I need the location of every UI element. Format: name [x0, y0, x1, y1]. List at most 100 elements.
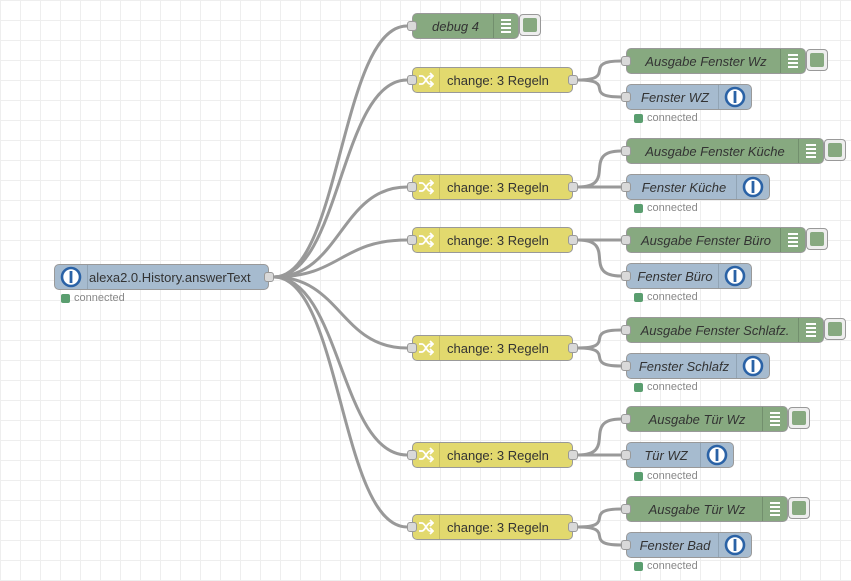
- wire[interactable]: [273, 275, 408, 350]
- output-debug-node[interactable]: Ausgabe Fenster Wz: [621, 48, 806, 74]
- input-port[interactable]: [407, 522, 417, 532]
- status-text: connected: [74, 292, 125, 304]
- output-debug-node[interactable]: Ausgabe Fenster Küche: [621, 138, 824, 164]
- debug-toggle-button[interactable]: [788, 497, 810, 519]
- wire[interactable]: [577, 149, 622, 189]
- input-port[interactable]: [407, 75, 417, 85]
- debug-list-icon: [501, 19, 511, 33]
- input-port[interactable]: [621, 182, 631, 192]
- wire[interactable]: [577, 507, 622, 529]
- status-connected-icon: [61, 293, 70, 303]
- change-node[interactable]: change: 3 Regeln: [407, 442, 578, 468]
- debug-list-icon: [788, 54, 798, 68]
- input-port[interactable]: [621, 361, 631, 371]
- input-port[interactable]: [621, 414, 631, 424]
- iob-node-status: connected: [634, 560, 698, 572]
- change-node[interactable]: change: 3 Regeln: [407, 67, 578, 93]
- output-port[interactable]: [568, 235, 578, 245]
- debug-toggle-button[interactable]: [788, 407, 810, 429]
- input-port[interactable]: [621, 235, 631, 245]
- change-node[interactable]: change: 3 Regeln: [407, 514, 578, 540]
- wire[interactable]: [577, 417, 622, 457]
- iob-node-label: Fenster Büro: [637, 268, 713, 284]
- input-port[interactable]: [621, 325, 631, 335]
- change-node-label: change: 3 Regeln: [447, 72, 549, 88]
- iob-node-status: connected: [634, 381, 698, 393]
- iob-node-status: connected: [634, 112, 698, 124]
- shuffle-icon: [419, 447, 434, 463]
- input-port[interactable]: [621, 92, 631, 102]
- debug-toggle-button[interactable]: [824, 318, 846, 340]
- wire[interactable]: [273, 185, 408, 279]
- output-port[interactable]: [568, 522, 578, 532]
- debug-toggle-button[interactable]: [806, 49, 828, 71]
- debug-4-node[interactable]: debug 4: [407, 13, 519, 39]
- iob-node-label: Fenster Schlafz: [638, 358, 730, 374]
- input-port[interactable]: [407, 235, 417, 245]
- iobroker-out-node[interactable]: Fenster Büro: [621, 263, 752, 289]
- shuffle-icon: [419, 72, 434, 88]
- output-port[interactable]: [568, 75, 578, 85]
- iob-node-label: Fenster Bad: [639, 537, 711, 553]
- change-node[interactable]: change: 3 Regeln: [407, 227, 578, 253]
- input-port[interactable]: [407, 343, 417, 353]
- input-port[interactable]: [407, 182, 417, 192]
- wire[interactable]: [577, 238, 622, 278]
- iob-node-status: connected: [634, 291, 698, 303]
- input-port[interactable]: [621, 540, 631, 550]
- debug-toggle-button[interactable]: [806, 228, 828, 250]
- wire[interactable]: [273, 24, 408, 279]
- debug-4-toggle-button[interactable]: [519, 14, 541, 36]
- iob-node-label: Fenster Küche: [641, 179, 727, 195]
- wire[interactable]: [273, 78, 408, 279]
- input-port[interactable]: [407, 21, 417, 31]
- iobroker-out-node[interactable]: Tür WZ: [621, 442, 734, 468]
- status-text: connected: [647, 291, 698, 303]
- wire[interactable]: [577, 328, 622, 350]
- iobroker-out-node[interactable]: Fenster Schlafz: [621, 353, 770, 379]
- debug-node-label: Ausgabe Tür Wz: [648, 501, 746, 517]
- wire[interactable]: [577, 346, 622, 368]
- input-port[interactable]: [621, 56, 631, 66]
- status-text: connected: [647, 202, 698, 214]
- input-port[interactable]: [407, 450, 417, 460]
- wire[interactable]: [273, 238, 408, 279]
- wire[interactable]: [577, 525, 622, 547]
- input-port[interactable]: [621, 504, 631, 514]
- iobroker-logo-icon: [60, 266, 82, 288]
- change-node-label: change: 3 Regeln: [447, 232, 549, 248]
- input-node-label: alexa2.0.History.answerText: [89, 269, 251, 285]
- input-port[interactable]: [621, 271, 631, 281]
- output-port[interactable]: [568, 182, 578, 192]
- input-port[interactable]: [621, 146, 631, 156]
- output-port[interactable]: [264, 272, 274, 282]
- output-debug-node[interactable]: Ausgabe Fenster Büro: [621, 227, 806, 253]
- output-debug-node[interactable]: Ausgabe Fenster Schlafz.: [621, 317, 824, 343]
- alexa-history-input-node[interactable]: alexa2.0.History.answerText: [54, 264, 274, 290]
- status-text: connected: [647, 560, 698, 572]
- input-port[interactable]: [621, 450, 631, 460]
- status-connected-icon: [634, 382, 643, 392]
- debug-node-label: Ausgabe Fenster Büro: [640, 232, 772, 248]
- change-node-label: change: 3 Regeln: [447, 519, 549, 535]
- output-port[interactable]: [568, 450, 578, 460]
- output-debug-node[interactable]: Ausgabe Tür Wz: [621, 496, 788, 522]
- status-connected-icon: [634, 203, 643, 213]
- iob-node-status: connected: [634, 470, 698, 482]
- iobroker-out-node[interactable]: Fenster Bad: [621, 532, 752, 558]
- iobroker-out-node[interactable]: Fenster Küche: [621, 174, 770, 200]
- change-node[interactable]: change: 3 Regeln: [407, 174, 578, 200]
- iobroker-logo-icon: [724, 86, 746, 108]
- wire[interactable]: [273, 275, 408, 529]
- wire[interactable]: [273, 275, 408, 457]
- change-node[interactable]: change: 3 Regeln: [407, 335, 578, 361]
- iob-node-label: Fenster WZ: [641, 89, 709, 105]
- iobroker-out-node[interactable]: Fenster WZ: [621, 84, 752, 110]
- output-debug-node[interactable]: Ausgabe Tür Wz: [621, 406, 788, 432]
- output-port[interactable]: [568, 343, 578, 353]
- status-connected-icon: [634, 113, 643, 123]
- wire[interactable]: [577, 78, 622, 99]
- debug-toggle-button[interactable]: [824, 139, 846, 161]
- debug-node-label: Ausgabe Tür Wz: [648, 411, 746, 427]
- wire[interactable]: [577, 59, 622, 82]
